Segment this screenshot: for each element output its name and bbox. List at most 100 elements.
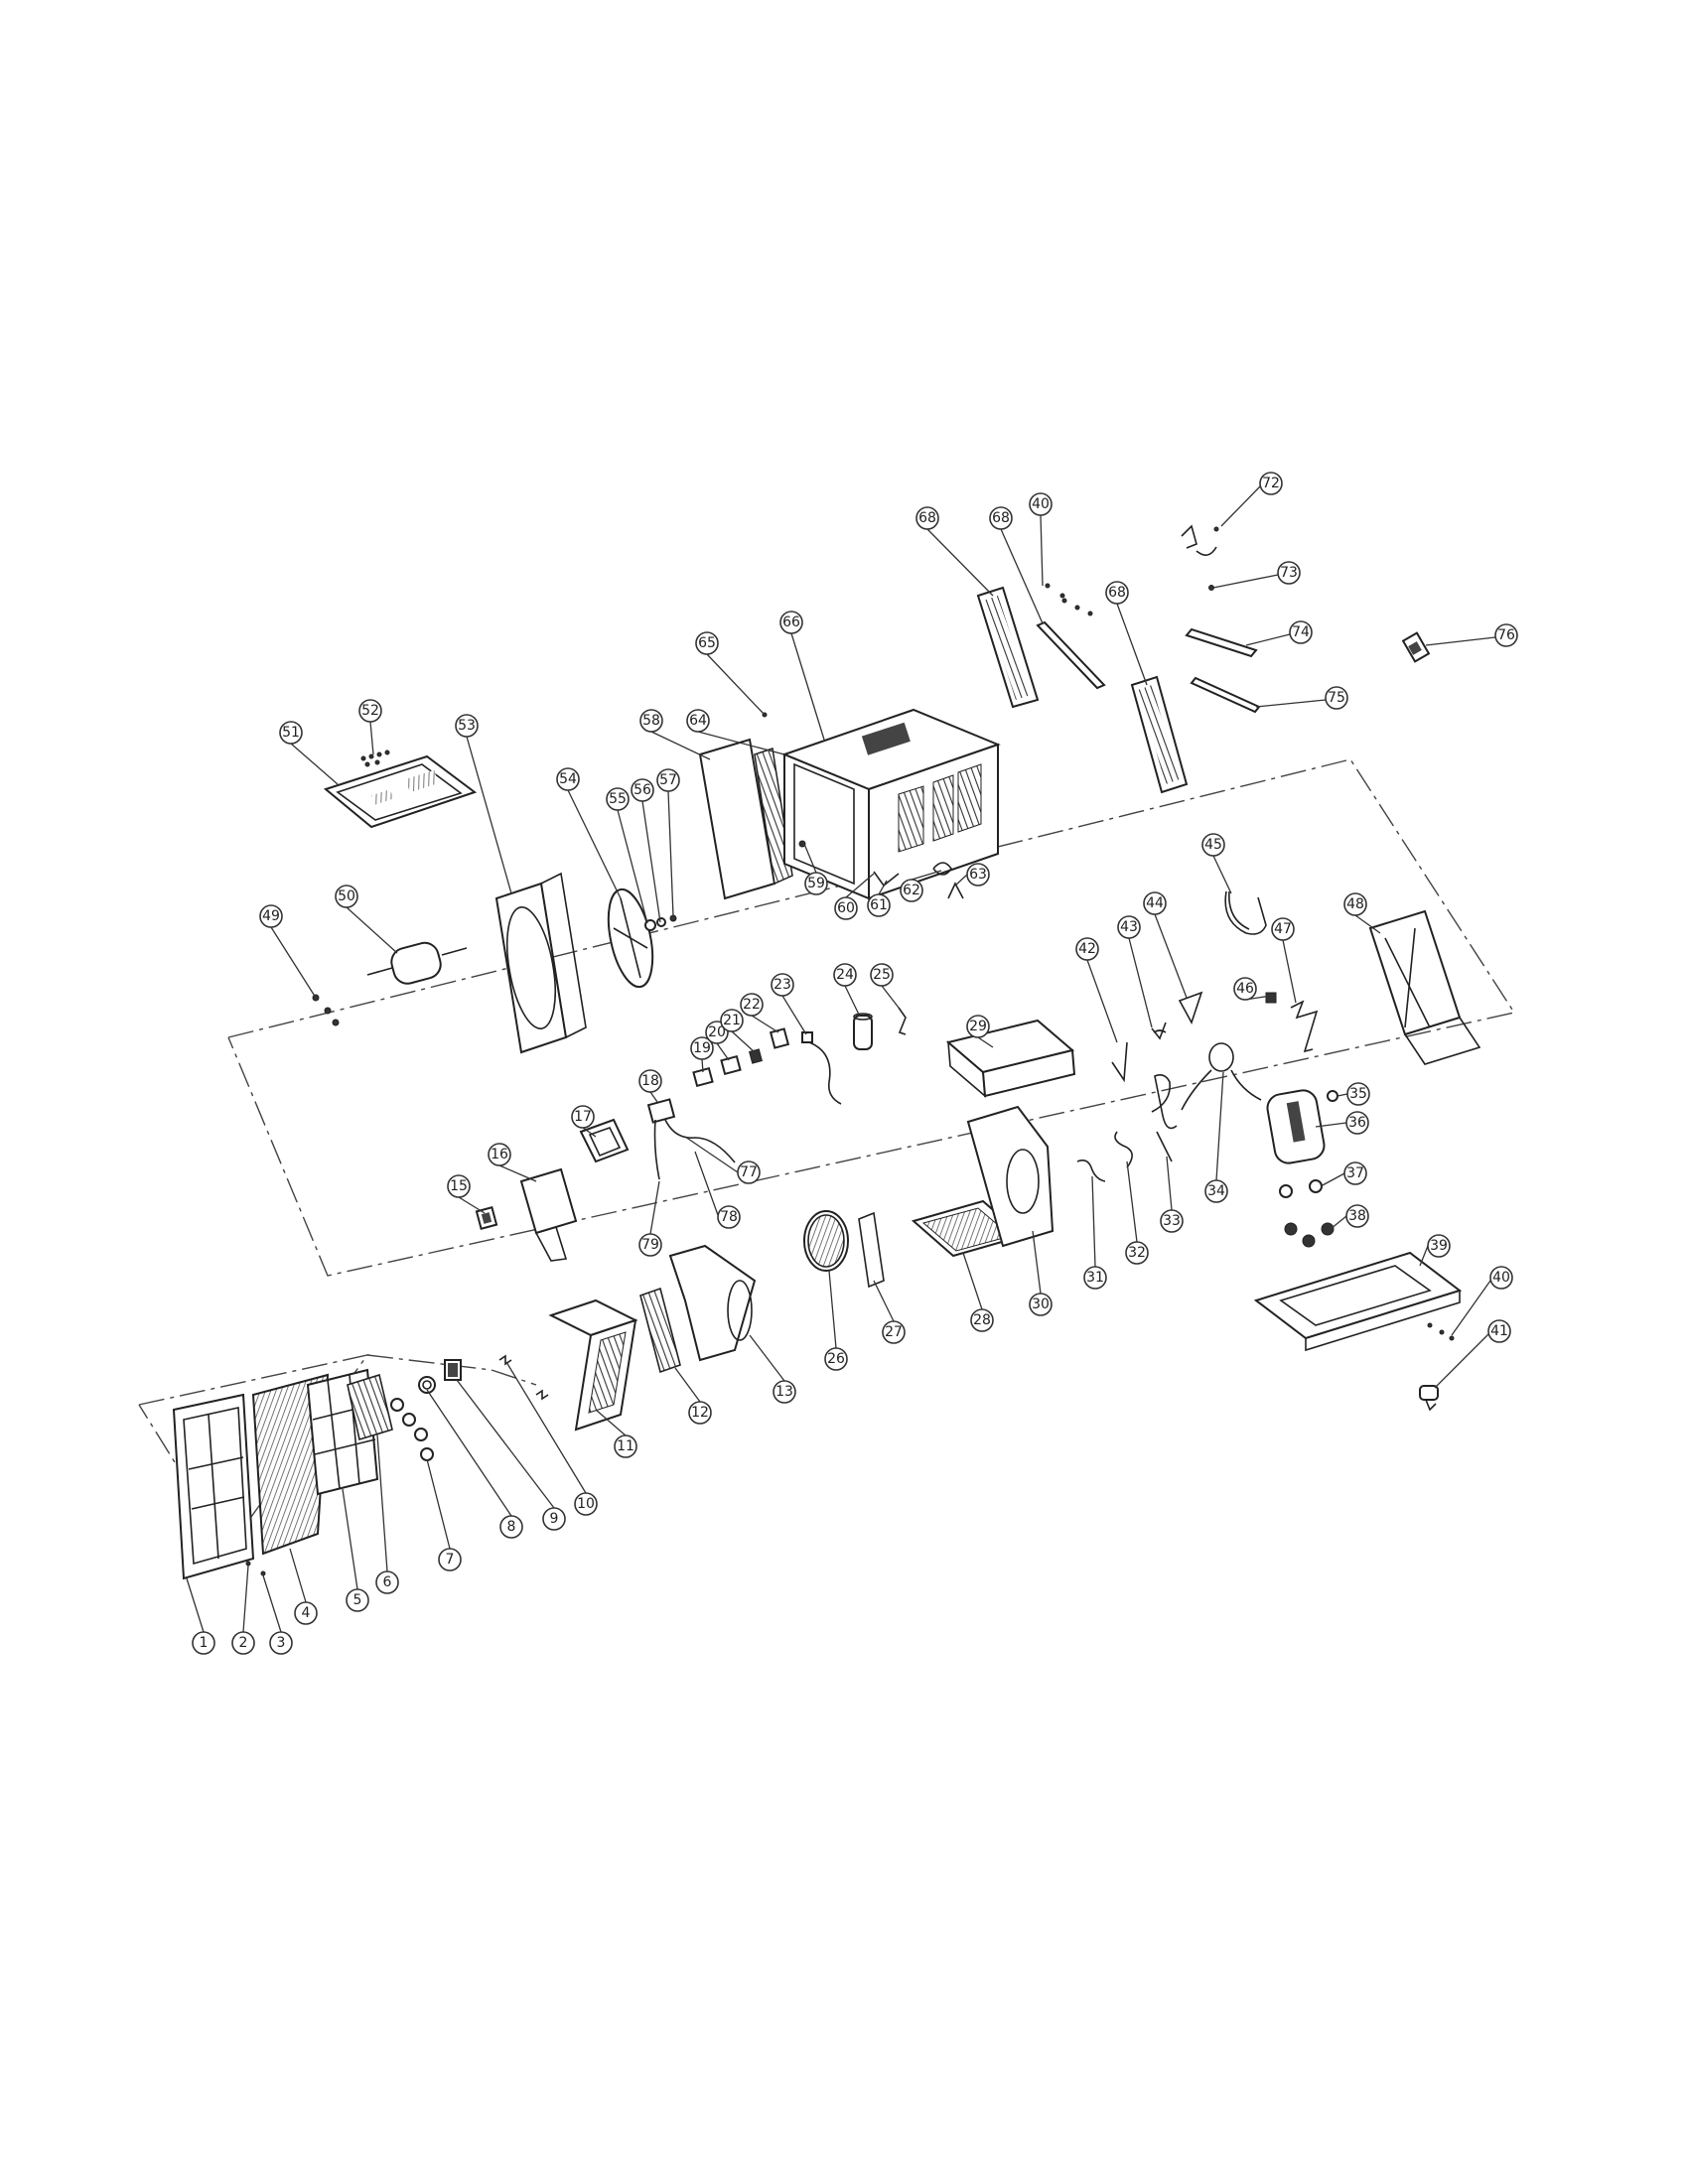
leader-line: [1220, 485, 1261, 527]
part-35: [1327, 1090, 1338, 1102]
switch-18: [646, 1098, 736, 1180]
svg-text:11: 11: [617, 1438, 634, 1454]
callout-40-upper: 40: [1029, 492, 1053, 516]
svg-text:57: 57: [659, 772, 677, 788]
svg-text:33: 33: [1163, 1213, 1181, 1229]
screw-2: [245, 1561, 251, 1567]
leader-line: [649, 1180, 660, 1235]
svg-text:12: 12: [691, 1405, 709, 1421]
leader-line: [426, 1458, 451, 1550]
svg-text:62: 62: [903, 883, 920, 898]
callout-55: 55: [606, 787, 630, 811]
bracket-27: [858, 1211, 885, 1289]
svg-text:32: 32: [1128, 1245, 1146, 1261]
leader-line: [1116, 603, 1148, 686]
callout-41: 41: [1487, 1319, 1511, 1343]
svg-text:37: 37: [1346, 1165, 1364, 1181]
part-21: [749, 1048, 763, 1064]
leader-line: [270, 926, 317, 999]
callout-6: 6: [375, 1570, 399, 1594]
pipe-45: [1224, 890, 1267, 935]
callout-65: 65: [695, 631, 719, 655]
cabinet-66: [781, 708, 1001, 900]
control-bracket-15: [475, 1206, 498, 1230]
leader-line: [1091, 1175, 1096, 1268]
svg-text:1: 1: [200, 1635, 209, 1651]
leader-line: [684, 1136, 739, 1173]
pipe-32: [1114, 1131, 1133, 1168]
leader-line: [617, 809, 648, 924]
clip-10: [498, 1354, 549, 1401]
callout-28: 28: [970, 1308, 994, 1332]
callout-17: 17: [571, 1105, 595, 1129]
callout-60: 60: [834, 896, 858, 920]
callout-79: 79: [638, 1233, 662, 1257]
leader-line: [667, 790, 674, 917]
part-19: [692, 1066, 714, 1088]
svg-text:79: 79: [641, 1237, 659, 1253]
leader-line: [346, 906, 398, 954]
svg-text:48: 48: [1346, 896, 1364, 912]
callout-73: 73: [1277, 561, 1301, 585]
callout-7: 7: [438, 1548, 462, 1571]
callout-78: 78: [717, 1205, 741, 1229]
callout-68a: 68: [915, 506, 939, 530]
leader-line: [751, 1015, 779, 1033]
clip-44: [1178, 991, 1203, 1024]
pipe-33: [1151, 1074, 1178, 1162]
leader-line: [911, 870, 942, 881]
part-22: [769, 1027, 790, 1049]
control-box-16: [519, 1167, 578, 1262]
leader-line: [582, 1127, 597, 1138]
leader-line: [1425, 636, 1496, 646]
leader-line: [716, 1042, 730, 1061]
evaporator-11: [548, 1298, 638, 1432]
svg-text:5: 5: [353, 1592, 362, 1608]
svg-text:56: 56: [633, 782, 651, 798]
leader-line: [1166, 1156, 1173, 1211]
callout-30: 30: [1029, 1293, 1053, 1316]
svg-text:10: 10: [577, 1496, 595, 1512]
svg-text:8: 8: [507, 1519, 516, 1535]
fan-motor-50: [366, 941, 468, 985]
wire-42: [1111, 1041, 1128, 1083]
clip-25: [898, 1007, 907, 1035]
callout-9: 9: [542, 1507, 566, 1531]
callout-61: 61: [867, 893, 891, 917]
callout-59: 59: [804, 872, 828, 895]
callout-53: 53: [455, 714, 479, 738]
leader-line: [426, 1389, 512, 1517]
svg-text:72: 72: [1262, 476, 1280, 491]
svg-text:9: 9: [550, 1511, 559, 1527]
svg-text:43: 43: [1120, 919, 1138, 935]
svg-text:52: 52: [361, 703, 379, 719]
svg-text:61: 61: [870, 897, 888, 913]
callout-29: 29: [966, 1015, 990, 1038]
shroud-53: [494, 872, 587, 1054]
svg-text:78: 78: [720, 1209, 738, 1225]
svg-text:55: 55: [609, 791, 627, 807]
leader-line: [456, 1379, 555, 1509]
seal-strip-74: [1185, 627, 1258, 658]
leader-line: [697, 731, 785, 755]
bracket-72: [1181, 524, 1219, 556]
callout-21: 21: [720, 1009, 744, 1032]
callout-37: 37: [1343, 1161, 1367, 1185]
leader-line: [289, 1548, 307, 1603]
leader-line: [1086, 959, 1118, 1043]
callout-32: 32: [1125, 1241, 1149, 1265]
callout-35: 35: [1346, 1082, 1370, 1106]
svg-text:64: 64: [689, 713, 707, 729]
callout-10: 10: [574, 1492, 598, 1516]
callout-48: 48: [1343, 892, 1367, 916]
leader-line: [873, 1280, 895, 1322]
leader-line: [845, 873, 875, 898]
callout-43: 43: [1117, 915, 1141, 939]
fan-blade-54: [607, 887, 654, 989]
svg-text:7: 7: [446, 1552, 455, 1568]
callout-57: 57: [656, 768, 680, 792]
leader-line: [498, 1164, 537, 1182]
leader-line: [977, 1036, 994, 1048]
callout-33: 33: [1160, 1209, 1184, 1233]
callout-27: 27: [882, 1320, 906, 1344]
